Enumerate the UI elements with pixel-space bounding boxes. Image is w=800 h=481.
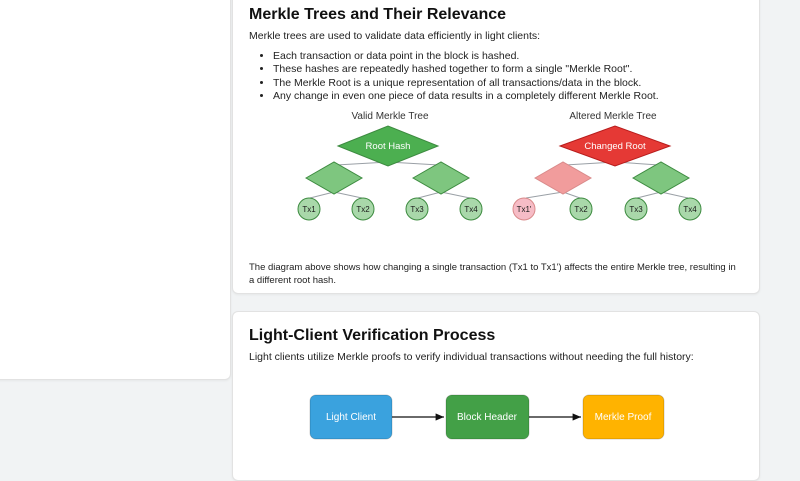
root-hash-label: Root Hash	[366, 141, 411, 152]
branch-node	[631, 161, 691, 195]
page: Merkle Trees and Their Relevance Merkle …	[0, 0, 800, 433]
light-client-verification-card: Light-Client Verification Process Light …	[232, 311, 760, 481]
leaf-label: Tx1	[302, 205, 316, 214]
leaf-node-tx4	[678, 197, 702, 221]
altered-merkle-tree: Altered Merkle Tree Changed Root Tx1' Tx…	[512, 111, 702, 221]
card-title: Light-Client Verification Process	[249, 327, 496, 344]
leaf-label: Tx4	[464, 205, 478, 214]
leaf-node-tx3	[405, 197, 429, 221]
leaf-node-tx2	[351, 197, 375, 221]
tree-edge	[440, 191, 471, 199]
bullet-item: These hashes are repeatedly hashed toget…	[273, 63, 743, 75]
changed-root-node	[558, 125, 672, 167]
card-title: Merkle Trees and Their Relevance	[249, 6, 507, 23]
leaf-node-tx4	[459, 197, 483, 221]
flow-node-label: Light Client	[326, 412, 376, 423]
leaf-node-tx1	[297, 197, 321, 221]
tree-edge	[417, 191, 442, 199]
valid-tree-title: Valid Merkle Tree	[351, 111, 429, 122]
leaf-node-tx2	[569, 197, 593, 221]
leaf-label: Tx4	[683, 205, 697, 214]
tree-edge	[562, 191, 581, 199]
leaf-node-tx3	[624, 197, 648, 221]
leaf-label: Tx2	[574, 205, 588, 214]
merkle-trees-diagram: Valid Merkle Tree Root Hash Tx1 Tx2 Tx3 …	[297, 111, 702, 221]
card-intro: Light clients utilize Merkle proofs to v…	[249, 351, 694, 364]
tree-edge	[660, 191, 689, 199]
changed-root-label: Changed Root	[584, 141, 646, 152]
altered-branch-node	[533, 161, 593, 195]
branch-node	[304, 161, 364, 195]
tree-edge	[636, 191, 662, 199]
card-intro: Merkle trees are used to validate data e…	[249, 30, 541, 43]
bullet-item: Each transaction or data point in the bl…	[273, 50, 743, 62]
tree-edge	[333, 191, 363, 199]
tree-edge	[525, 191, 564, 199]
altered-tree-title: Altered Merkle Tree	[569, 111, 657, 122]
merkle-trees-card: Merkle Trees and Their Relevance Merkle …	[232, 0, 760, 294]
leaf-node-tx1-prime	[512, 197, 536, 221]
leaf-label: Tx2	[356, 205, 370, 214]
bullet-item: The Merkle Root is a unique representati…	[273, 77, 743, 89]
leaf-label: Tx3	[410, 205, 424, 214]
bullet-list: Each transaction or data point in the bl…	[249, 50, 743, 103]
bullet-item: Any change in even one piece of data res…	[273, 90, 743, 102]
valid-merkle-tree: Valid Merkle Tree Root Hash Tx1 Tx2 Tx3 …	[297, 111, 483, 221]
leaf-label: Tx1'	[517, 205, 532, 214]
branch-node	[411, 161, 471, 195]
leaf-label: Tx3	[629, 205, 643, 214]
flow-node-label: Block Header	[457, 412, 518, 423]
verification-flow-diagram: Light Client Block Header Merkle Proof	[309, 394, 665, 440]
diagram-caption: The diagram above shows how changing a s…	[249, 262, 736, 286]
previous-card-fragment	[0, 0, 231, 380]
root-hash-node	[336, 125, 440, 167]
tree-edge	[309, 191, 335, 199]
flow-node-label: Merkle Proof	[595, 412, 652, 423]
